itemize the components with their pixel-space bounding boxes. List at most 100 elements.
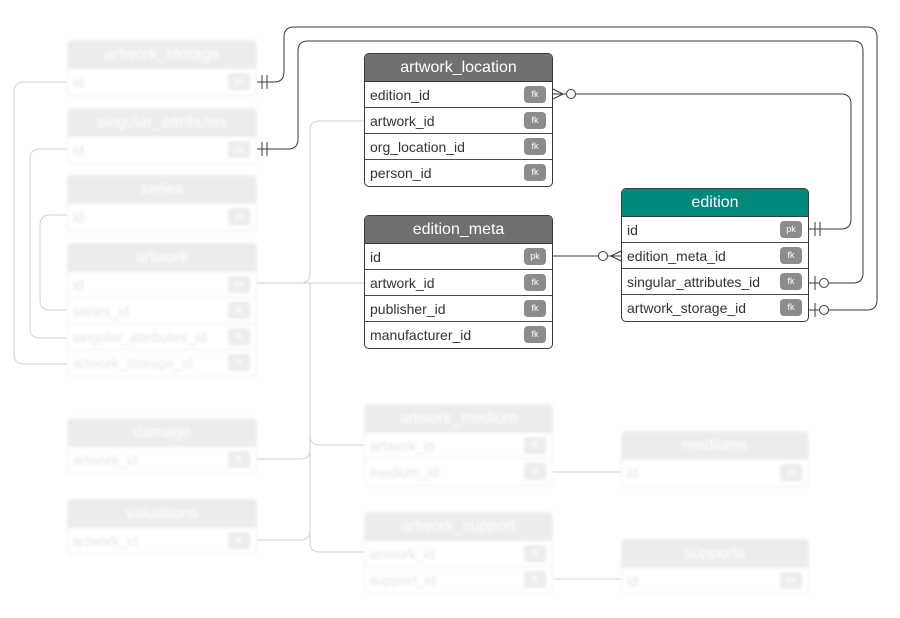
- entity-title: series: [68, 176, 256, 204]
- field-name: id: [370, 249, 381, 265]
- entity-title: edition: [622, 189, 808, 217]
- entity-title: artwork_medium: [365, 405, 552, 433]
- edge-artwork-location: [257, 120, 364, 284]
- field-name: artwork_storage_id: [73, 355, 193, 371]
- key-badge: pk: [780, 572, 802, 589]
- cardinality-one-marks: [261, 75, 821, 236]
- key-badge: fk: [228, 354, 250, 371]
- key-badge: fk: [524, 112, 546, 129]
- edge-storage-artwork: [13, 81, 67, 365]
- entity-title: valuations: [68, 500, 256, 528]
- key-badge: pk: [780, 221, 802, 238]
- key-badge: fk: [228, 532, 250, 549]
- field-row[interactable]: org_location_id fk: [365, 134, 552, 160]
- field-name: manufacturer_id: [370, 327, 472, 343]
- field-name: org_location_id: [370, 139, 465, 155]
- field-name: id: [627, 222, 638, 238]
- key-badge: pk: [228, 208, 250, 225]
- edge-edition-singular: [257, 40, 864, 284]
- entity-title: mediums: [622, 432, 808, 460]
- cardinality-zero-or-one-marks: [814, 276, 829, 317]
- edge-artwork-support: [309, 436, 364, 553]
- field-name: edition_meta_id: [627, 248, 726, 264]
- field-row[interactable]: id pk: [622, 217, 808, 243]
- field-row[interactable]: id pk: [365, 244, 552, 270]
- key-badge: fk: [524, 164, 546, 181]
- key-badge: fk: [524, 545, 546, 562]
- key-badge: fk: [780, 247, 802, 264]
- key-badge: pk: [228, 276, 250, 293]
- cardinality-zero-or-many-marks: [552, 88, 622, 262]
- field-name: artwork_storage_id: [627, 300, 747, 316]
- field-name: id: [73, 142, 84, 158]
- field-row[interactable]: artwork_id fk: [365, 541, 552, 567]
- key-badge: pk: [524, 248, 546, 265]
- focus-relationships: [257, 26, 878, 317]
- field-row[interactable]: id pk: [68, 272, 256, 298]
- field-name: singular_attributes_id: [627, 274, 761, 290]
- field-row[interactable]: artwork_storage_id fk: [68, 350, 256, 376]
- field-row[interactable]: artwork_id fk: [365, 108, 552, 134]
- field-row[interactable]: id pk: [68, 69, 256, 95]
- edge-series-artwork: [39, 214, 67, 311]
- field-name: id: [73, 74, 84, 90]
- entity-title: artwork_storage: [68, 41, 256, 69]
- key-badge: fk: [524, 138, 546, 155]
- key-badge: pk: [228, 73, 250, 90]
- field-name: artwork_id: [73, 452, 138, 468]
- field-name: id: [627, 465, 638, 481]
- field-name: artwork_id: [370, 546, 435, 562]
- field-name: support_id: [370, 572, 436, 588]
- entity-edition[interactable]: edition id pk edition_meta_id fk singular_att…: [621, 188, 809, 322]
- field-row[interactable]: id pk: [68, 137, 256, 163]
- field-name: artwork_id: [370, 438, 435, 454]
- edge-artwork-damage: [257, 283, 311, 460]
- field-row[interactable]: edition_meta_id fk: [622, 243, 808, 269]
- field-row[interactable]: person_id fk: [365, 160, 552, 186]
- key-badge: fk: [524, 300, 546, 317]
- field-name: person_id: [370, 165, 432, 181]
- key-badge: fk: [228, 302, 250, 319]
- entity-title: artwork: [68, 244, 256, 272]
- field-name: edition_id: [370, 87, 430, 103]
- faded-relationships: [13, 81, 621, 580]
- key-badge: pk: [228, 141, 250, 158]
- key-badge: fk: [524, 463, 546, 480]
- key-badge: fk: [524, 274, 546, 291]
- field-name: id: [73, 277, 84, 293]
- entity-title: supports: [622, 540, 808, 568]
- field-name: singular_attributes_id: [73, 329, 207, 345]
- entity-title: artwork_location: [365, 54, 552, 82]
- edge-location-edition: [553, 93, 852, 230]
- field-name: artwork_id: [370, 113, 435, 129]
